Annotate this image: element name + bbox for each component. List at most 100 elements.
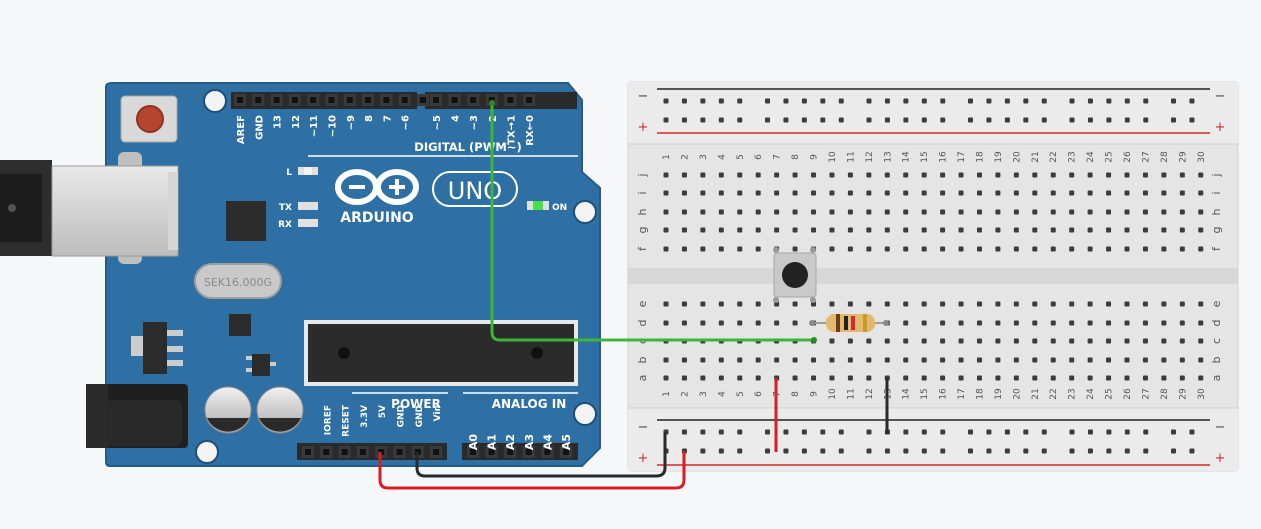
power-5v-wire[interactable] — [378, 451, 686, 490]
breadboard-hole[interactable] — [1069, 357, 1075, 363]
breadboard-hole[interactable] — [903, 301, 909, 307]
breadboard-hole[interactable] — [1198, 246, 1204, 252]
breadboard-hole[interactable] — [1069, 448, 1075, 454]
digital-pin-hole[interactable] — [523, 94, 535, 106]
breadboard-hole[interactable] — [1087, 301, 1093, 307]
breadboard-hole[interactable] — [903, 429, 909, 435]
breadboard-hole[interactable] — [1106, 301, 1112, 307]
breadboard-hole[interactable] — [884, 190, 890, 196]
breadboard-hole[interactable] — [940, 172, 946, 178]
breadboard-hole[interactable] — [1004, 117, 1010, 123]
breadboard-hole[interactable] — [921, 375, 927, 381]
breadboard-hole[interactable] — [866, 246, 872, 252]
breadboard-hole[interactable] — [663, 190, 669, 196]
breadboard-hole[interactable] — [700, 448, 706, 454]
breadboard-hole[interactable] — [1050, 172, 1056, 178]
breadboard-hole[interactable] — [903, 172, 909, 178]
breadboard-hole[interactable] — [976, 190, 982, 196]
breadboard-hole[interactable] — [783, 98, 789, 104]
breadboard-hole[interactable] — [1161, 172, 1167, 178]
breadboard-hole[interactable] — [976, 375, 982, 381]
breadboard-hole[interactable] — [1106, 375, 1112, 381]
digital-pin-hole[interactable] — [270, 94, 283, 106]
breadboard-hole[interactable] — [1124, 357, 1130, 363]
analog-pin-hole[interactable] — [485, 446, 498, 458]
analog-pin-hole[interactable] — [541, 446, 554, 458]
breadboard-hole[interactable] — [866, 338, 872, 344]
reset-button[interactable] — [120, 95, 178, 143]
breadboard-hole[interactable] — [1087, 375, 1093, 381]
breadboard-hole[interactable] — [884, 246, 890, 252]
breadboard-hole[interactable] — [718, 357, 724, 363]
breadboard-hole[interactable] — [838, 117, 844, 123]
breadboard-hole[interactable] — [1050, 375, 1056, 381]
breadboard-hole[interactable] — [1087, 172, 1093, 178]
breadboard-hole[interactable] — [718, 190, 724, 196]
breadboard-hole[interactable] — [737, 375, 743, 381]
breadboard-hole[interactable] — [1069, 117, 1075, 123]
breadboard-hole[interactable] — [681, 429, 687, 435]
breadboard-hole[interactable] — [1013, 320, 1019, 326]
breadboard-hole[interactable] — [884, 172, 890, 178]
breadboard-hole[interactable] — [940, 98, 946, 104]
breadboard-hole[interactable] — [884, 448, 890, 454]
breadboard-hole[interactable] — [811, 190, 817, 196]
breadboard-hole[interactable] — [1124, 448, 1130, 454]
breadboard-hole[interactable] — [801, 98, 807, 104]
breadboard-hole[interactable] — [1013, 357, 1019, 363]
breadboard-hole[interactable] — [940, 246, 946, 252]
breadboard-hole[interactable] — [958, 172, 964, 178]
breadboard-hole[interactable] — [663, 301, 669, 307]
breadboard-hole[interactable] — [995, 227, 1001, 233]
breadboard-hole[interactable] — [737, 172, 743, 178]
breadboard-hole[interactable] — [1142, 172, 1148, 178]
breadboard-hole[interactable] — [1106, 338, 1112, 344]
breadboard-hole[interactable] — [903, 375, 909, 381]
breadboard-hole[interactable] — [765, 448, 770, 454]
breadboard-hole[interactable] — [1106, 429, 1112, 435]
breadboard-hole[interactable] — [1142, 301, 1148, 307]
breadboard-hole[interactable] — [1087, 357, 1093, 363]
breadboard-hole[interactable] — [1032, 338, 1038, 344]
breadboard-hole[interactable] — [1023, 98, 1029, 104]
breadboard-hole[interactable] — [1143, 117, 1149, 123]
breadboard-hole[interactable] — [995, 209, 1001, 215]
breadboard-hole[interactable] — [903, 209, 909, 215]
digital-pin-hole[interactable] — [504, 94, 517, 106]
breadboard-hole[interactable] — [1124, 190, 1130, 196]
breadboard-hole[interactable] — [681, 301, 687, 307]
breadboard-hole[interactable] — [700, 246, 706, 252]
breadboard-hole[interactable] — [820, 448, 826, 454]
breadboard-hole[interactable] — [976, 172, 982, 178]
breadboard-hole[interactable] — [884, 301, 890, 307]
breadboard-hole[interactable] — [663, 172, 669, 178]
breadboard-hole[interactable] — [1069, 98, 1075, 104]
digital-pin-hole[interactable] — [343, 94, 356, 106]
breadboard-hole[interactable] — [866, 357, 872, 363]
breadboard-hole[interactable] — [958, 301, 964, 307]
breadboard-hole[interactable] — [755, 375, 761, 381]
digital-pin-hole[interactable] — [448, 94, 461, 106]
breadboard-hole[interactable] — [1041, 429, 1047, 435]
breadboard-hole[interactable] — [1069, 429, 1075, 435]
breadboard-hole[interactable] — [1013, 338, 1019, 344]
breadboard-hole[interactable] — [986, 117, 992, 123]
analog-pin-hole[interactable] — [522, 446, 535, 458]
breadboard-hole[interactable] — [681, 320, 687, 326]
breadboard-hole[interactable] — [1087, 246, 1093, 252]
breadboard-hole[interactable] — [1161, 190, 1167, 196]
breadboard-hole[interactable] — [903, 227, 909, 233]
breadboard-hole[interactable] — [866, 227, 872, 233]
breadboard-hole[interactable] — [921, 98, 927, 104]
breadboard-hole[interactable] — [1189, 117, 1195, 123]
breadboard-hole[interactable] — [1106, 320, 1112, 326]
breadboard-hole[interactable] — [681, 209, 687, 215]
breadboard-hole[interactable] — [1106, 227, 1112, 233]
digital-pin-hole[interactable] — [430, 94, 442, 106]
breadboard-hole[interactable] — [958, 209, 964, 215]
breadboard-hole[interactable] — [1171, 448, 1176, 454]
breadboard-hole[interactable] — [921, 338, 927, 344]
breadboard-hole[interactable] — [995, 190, 1001, 196]
breadboard-hole[interactable] — [1142, 357, 1148, 363]
